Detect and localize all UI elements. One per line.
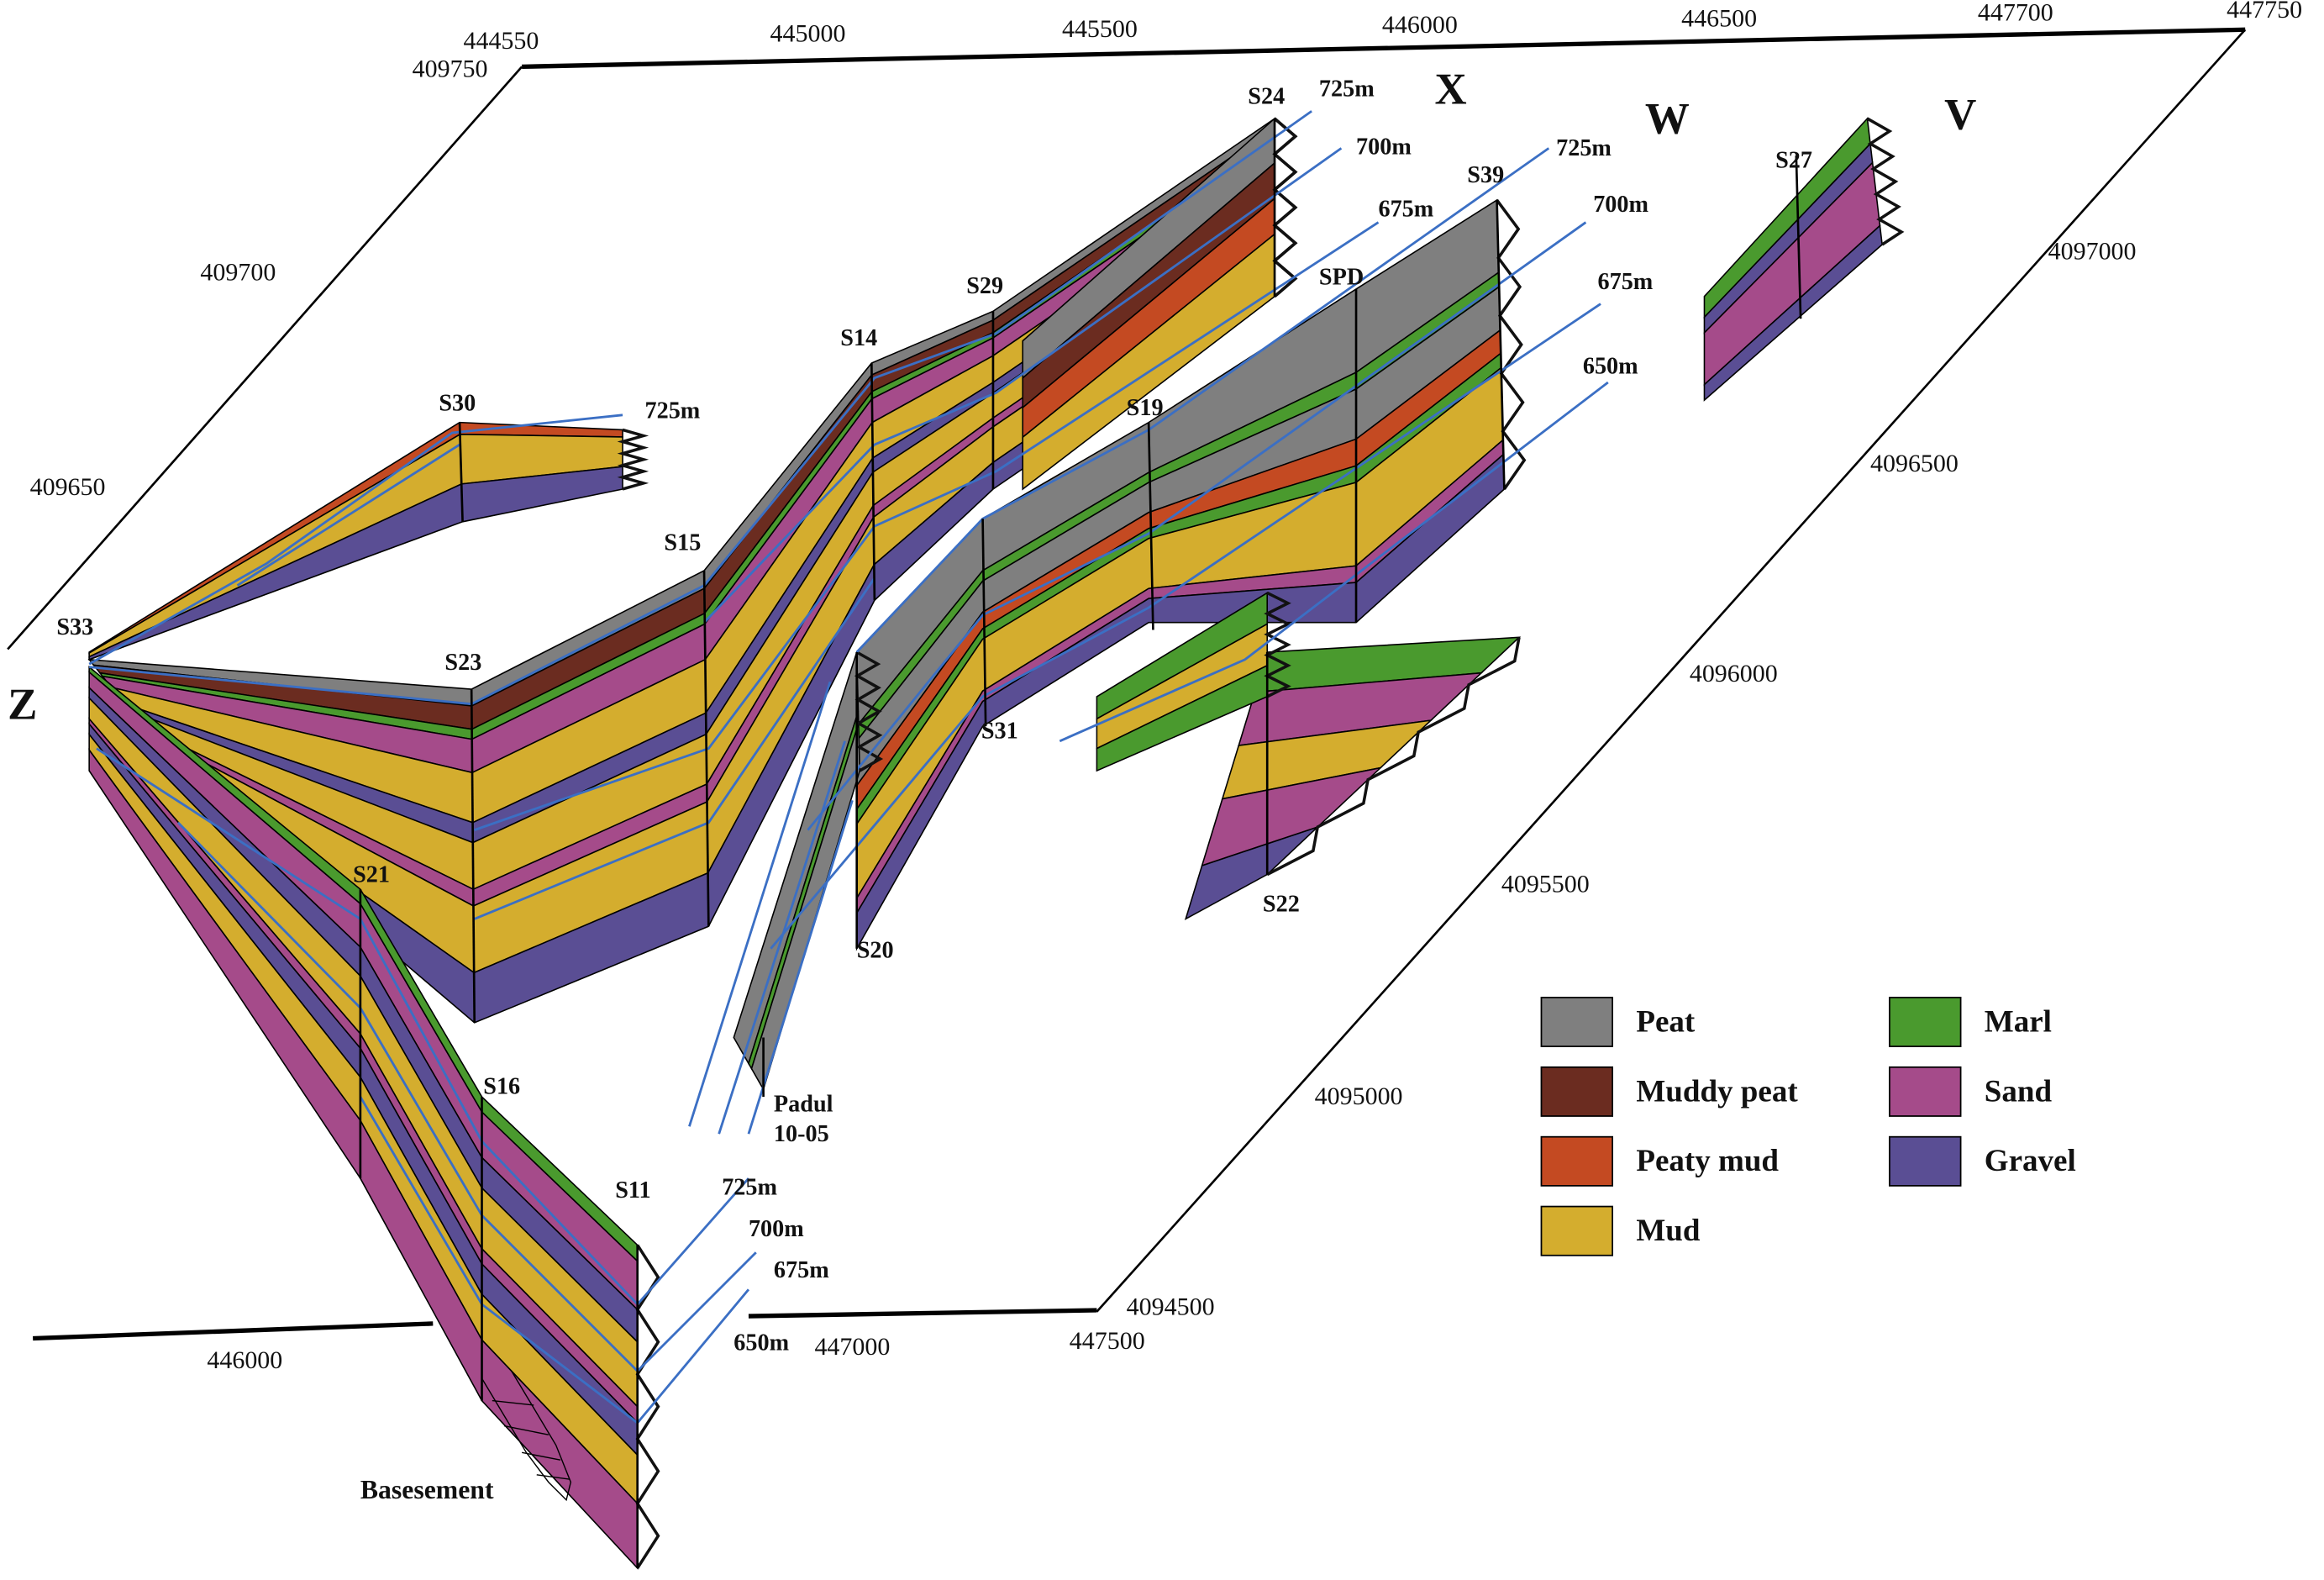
legend-label: Gravel [1985,1144,2076,1178]
legend-swatch [1540,1135,1614,1187]
tick-label: 4097000 [2048,238,2137,266]
tick-label: 446500 [1681,5,1757,33]
legend-label: Peaty mud [1636,1144,1779,1178]
legend-swatch [1540,997,1614,1047]
basement-label: Basesement [360,1475,494,1504]
tick-label: 4096500 [1870,450,1959,477]
elevation-labels: 725m 700m 675m 725m 700m 675m 650m 725m … [645,76,1654,1356]
elevation-label: 675m [1597,269,1653,295]
map-frame [7,27,2247,1341]
borehole-label: S33 [56,614,93,640]
section-label-x: X [1435,65,1467,113]
elevation-label: 650m [733,1330,789,1356]
section-label-z: Z [8,680,37,729]
section-label-v: V [1944,90,1976,139]
borehole-label: S20 [857,937,894,963]
legend-label: Marl [1985,1004,2052,1039]
fence-panels [87,117,1905,1570]
tick-label: 4096000 [1690,660,1778,687]
tick-label: 447500 [1070,1327,1145,1355]
borehole-label: S23 [444,650,481,676]
tick-label: 445000 [770,19,846,47]
pinch-out-edge [635,1244,660,1569]
elevation-label: 725m [1319,76,1375,103]
borehole-label: S16 [483,1074,520,1100]
tick-label: 445500 [1062,15,1138,43]
legend-swatch [1889,1135,1962,1187]
pinch-out-edge [617,428,649,491]
borehole-label: S29 [966,273,1003,299]
tick-label: 444550 [463,27,539,55]
tick-label: 447750 [2227,0,2302,24]
tick-label: 409750 [413,55,488,83]
elevation-label: 675m [774,1257,829,1283]
pinch-out-edge [854,650,884,772]
tick-label: 4094500 [1127,1293,1215,1320]
borehole-label: S30 [439,391,476,417]
elevation-label: 675m [1378,196,1433,222]
borehole-label: 10-05 [774,1121,829,1147]
basement-hatch [481,1370,572,1502]
tick-label: 409700 [200,258,276,286]
legend-swatch [1540,1205,1614,1256]
tick-label: 446000 [1382,11,1458,39]
elevation-label: 700m [1356,134,1412,160]
borehole-label: SPD [1319,265,1364,291]
pinch-out-edge [1266,637,1521,877]
pinch-out-edge [1496,199,1527,490]
borehole-label: S24 [1248,83,1285,109]
legend-label: Mud [1636,1214,1701,1248]
borehole-label: S31 [981,718,1018,744]
legend-label: Muddy peat [1636,1074,1798,1109]
borehole-label: S14 [840,325,877,351]
legend-label: Peat [1636,1004,1696,1039]
tick-label: 447000 [814,1333,890,1361]
elevation-label: 725m [1556,135,1612,161]
borehole-label: S21 [353,861,390,887]
elevation-label: 700m [1593,192,1648,218]
tick-label: 409650 [30,473,106,501]
borehole-label: Padul [774,1092,833,1118]
borehole-label: S11 [615,1177,650,1203]
borehole-label: S27 [1775,147,1812,173]
tick-label: 4095500 [1501,871,1590,898]
elevation-label: 650m [1583,353,1638,379]
legend-swatch [1540,1066,1614,1117]
borehole-label: S19 [1127,395,1164,421]
legend-label: Sand [1985,1074,2053,1109]
tick-label: 4095000 [1315,1082,1403,1110]
borehole-label: S39 [1467,162,1504,188]
elevation-label: 700m [749,1216,804,1242]
legend-swatch [1889,1066,1962,1117]
pinch-out-edge [1264,591,1291,698]
elevation-label: 725m [645,398,701,424]
elevation-label: 725m [722,1174,777,1200]
top-axis: 444550 445000 445500 446000 446500 44770… [30,0,2302,1374]
pinch-out-edge [1272,117,1298,298]
borehole-lines [359,118,1802,1568]
tick-label: 447700 [1978,0,2053,27]
borehole-label: S15 [664,529,701,556]
tick-label: 446000 [207,1346,282,1374]
borehole-labels: S24 S29 S14 S30 S15 S33 S23 S21 S16 S11 … [56,83,1812,1203]
legend-swatch [1889,997,1962,1047]
pinch-out-edge [1866,117,1905,246]
borehole-label: S22 [1263,892,1300,918]
section-label-w: W [1645,95,1690,144]
